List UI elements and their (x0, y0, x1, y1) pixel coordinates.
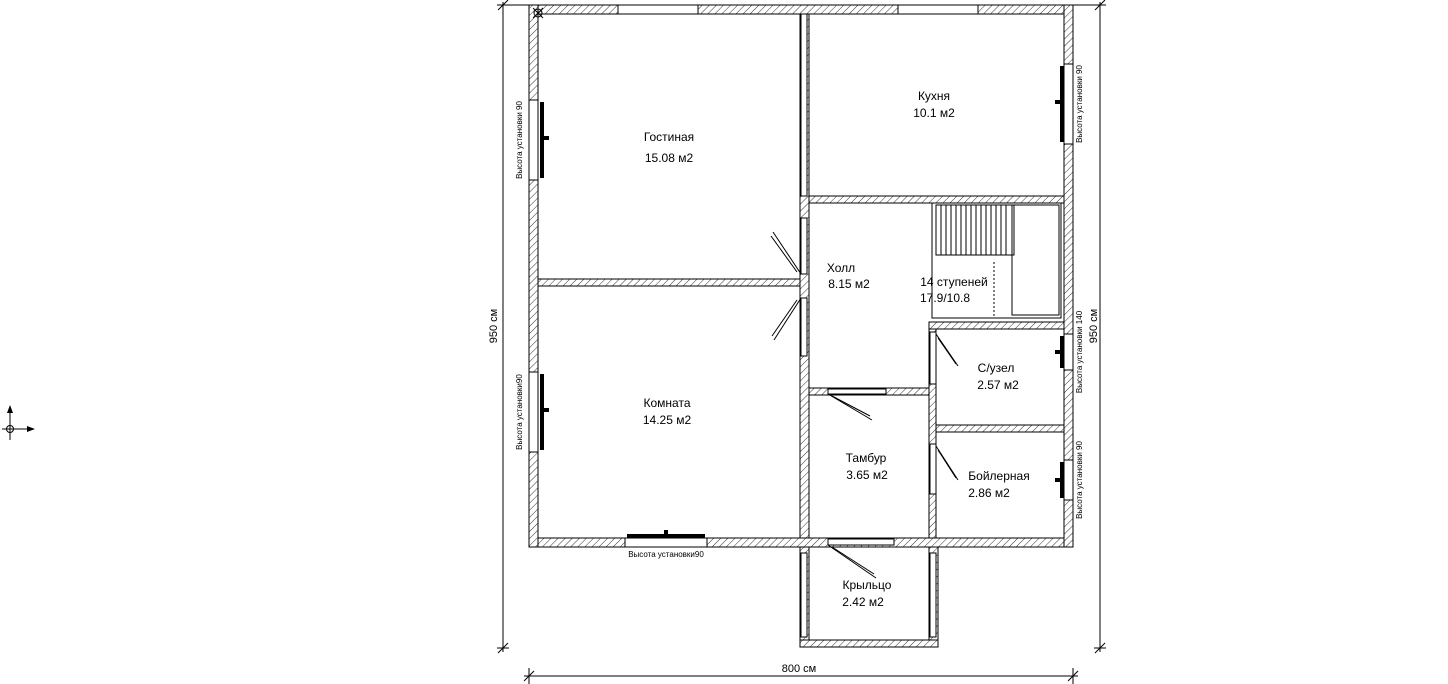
radiator-icon (1060, 336, 1064, 368)
wall-kitchen-hall (808, 195, 1065, 204)
radiator-icon (544, 408, 549, 412)
room-name-living: Гостиная (644, 130, 694, 144)
stairs-ratio: 17.9/10.8 (920, 291, 970, 305)
porch-column-left (800, 552, 808, 638)
radiator-icon (544, 136, 549, 140)
room-labels: Гостиная 15.08 м2 Кухня 10.1 м2 Холл 8.1… (643, 89, 1030, 609)
radiator-label-left-top: Высота установки 90 (515, 101, 524, 179)
wall-top (528, 4, 1074, 15)
room-area-kitchen: 10.1 м2 (913, 106, 955, 120)
door-bathroom (929, 331, 937, 385)
dimension-height-left: 950 см (488, 309, 500, 343)
staircase (931, 202, 1062, 319)
wall-bottom (528, 537, 1074, 548)
dimension-width: 800 см (782, 663, 816, 675)
door-living (800, 217, 808, 275)
door-leaf (831, 395, 871, 417)
room-area-porch: 2.42 м2 (842, 595, 884, 609)
window-right-1 (1063, 63, 1074, 145)
door-leaf (771, 299, 798, 337)
dimensions: 950 см 950 см 800 см (488, 0, 1106, 684)
door-leaf (827, 393, 873, 421)
room-name-kitchen: Кухня (918, 89, 950, 103)
window-top-1 (617, 4, 699, 15)
door-leaf (773, 297, 802, 341)
stair-flight-right (1011, 204, 1060, 316)
room-name-room: Комната (644, 396, 691, 410)
door-room (800, 297, 808, 357)
door-leaf (935, 445, 959, 481)
radiator-icon (664, 530, 668, 534)
stair-outline (931, 202, 1062, 319)
room-area-hall: 8.15 м2 (828, 277, 870, 291)
window-top-2 (897, 4, 979, 15)
porch-column-right (929, 552, 937, 638)
door-leaf (831, 546, 875, 575)
porch (799, 546, 939, 648)
room-name-boiler: Бойлерная (968, 469, 1029, 483)
window-right-2 (1063, 333, 1074, 371)
partition-window (800, 13, 808, 197)
radiator-label-left-bottom: Высота установки90 (515, 374, 524, 450)
radiator-labels: Высота установки 90 Высота установки90 В… (515, 65, 1084, 559)
wall-left (528, 4, 539, 548)
radiator-icon (627, 534, 705, 538)
radiator-icon (1055, 350, 1060, 354)
room-name-hall: Холл (827, 261, 855, 275)
radiator-icon (1060, 462, 1064, 498)
window-right-3 (1063, 459, 1074, 501)
door-leaf (935, 333, 959, 367)
doors (770, 217, 959, 579)
radiator-icon (1060, 66, 1064, 142)
radiator-icon (540, 102, 544, 178)
wall-right (1063, 4, 1074, 548)
radiators (540, 66, 1064, 538)
door-entrance (827, 538, 895, 546)
room-name-bathroom: С/узел (978, 361, 1015, 375)
dimension-height-right: 950 см (1088, 309, 1100, 343)
window-left-1 (528, 99, 539, 181)
door-leaf (772, 231, 802, 275)
stair-flight-top (935, 204, 1015, 256)
door-leaf (827, 544, 877, 579)
radiator-label-right-mid: Высота установки 140 (1075, 310, 1084, 393)
radiator-icon (1055, 100, 1060, 104)
stairs-steps: 14 ступеней (920, 275, 988, 289)
radiator-label-right-bottom: Высота установки 90 (1075, 441, 1084, 519)
radiator-label-bottom: Высота установки90 (628, 550, 704, 559)
radiator-icon (540, 374, 544, 450)
window-left-2 (528, 371, 539, 453)
door-leaf (937, 449, 957, 479)
wall-living-room (537, 278, 801, 287)
room-area-living: 15.08 м2 (645, 151, 694, 165)
room-area-bathroom: 2.57 м2 (977, 378, 1019, 392)
radiator-icon (1055, 478, 1060, 482)
room-name-vestibule: Тамбур (846, 451, 887, 465)
wall-bath-top (928, 321, 1065, 330)
axes-icon (2, 405, 35, 440)
room-area-vestibule: 3.65 м2 (846, 468, 888, 482)
room-name-porch: Крыльцо (843, 578, 892, 592)
window-bottom (624, 537, 708, 548)
room-area-boiler: 2.86 м2 (968, 486, 1010, 500)
door-leaf (770, 235, 798, 273)
door-leaf (937, 337, 957, 365)
door-boiler (929, 443, 937, 495)
door-vestibule (827, 388, 887, 395)
wall-bath-boiler (935, 424, 1065, 433)
room-area-room: 14.25 м2 (643, 413, 692, 427)
corner-marker-icon (532, 7, 544, 19)
porch-wall-bottom (799, 639, 939, 648)
radiator-label-right-top: Высота установки 90 (1075, 65, 1084, 143)
